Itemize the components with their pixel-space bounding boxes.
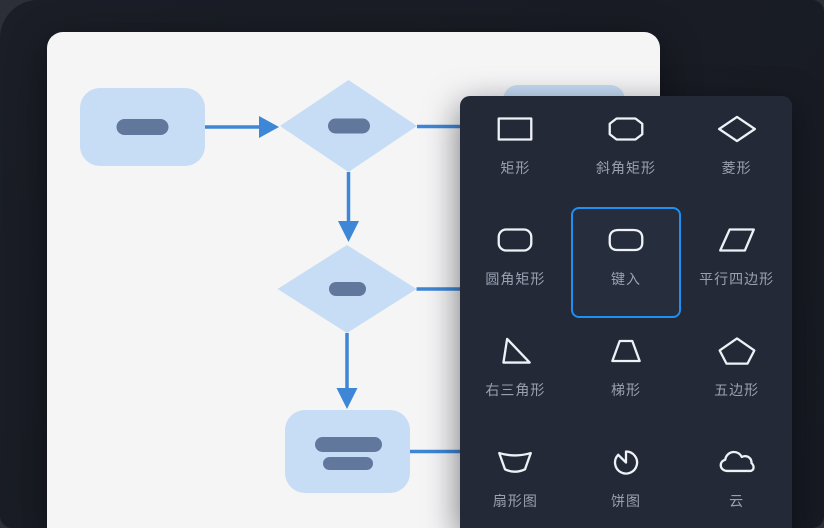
shape-item-fan-chart[interactable]: 扇形图 [460,429,571,528]
node-text-bar [323,457,373,470]
cloud-icon [716,438,758,486]
right-triangle-icon [494,327,536,375]
rectangle-icon [494,105,536,153]
shape-item-label: 圆角矩形 [485,271,546,287]
node-text-bar [329,282,366,296]
shape-item-rectangle[interactable]: 矩形 [460,96,571,207]
node-decision-1[interactable] [280,80,417,172]
shape-item-rounded-rectangle[interactable]: 圆角矩形 [460,207,571,318]
shape-item-label: 键入 [610,271,641,287]
node-text-bar [315,437,382,452]
pentagon-icon [716,327,758,375]
node-text-bar [328,118,370,134]
node-text-bar [116,119,169,135]
fan-chart-icon [494,438,536,486]
shape-item-label: 饼图 [610,493,641,509]
shape-item-right-triangle[interactable]: 右三角形 [460,318,571,429]
diamond-icon [716,105,758,153]
arrowhead-down-icon [336,388,358,409]
shape-item-label: 梯形 [610,382,641,398]
arrowhead-down-icon [338,221,359,242]
shape-grid: 矩形 斜角矩形 菱形圆角矩形 键入 平行四边形右三角形 梯形 五边形扇形图 饼图 云 [460,96,792,528]
shape-item-label: 扇形图 [492,493,538,509]
node-start[interactable] [80,88,205,166]
shape-item-label: 五边形 [714,382,760,398]
shape-item-pentagon[interactable]: 五边形 [681,318,792,429]
node-process[interactable] [285,410,410,493]
shape-item-manual-input[interactable]: 键入 [570,207,682,318]
shape-item-diamond[interactable]: 菱形 [681,96,792,207]
trapezoid-icon [605,327,647,375]
shape-item-label: 斜角矩形 [595,160,656,176]
rounded-rectangle-icon [494,216,536,264]
shape-item-label: 矩形 [500,160,531,176]
shape-item-trapezoid[interactable]: 梯形 [571,318,682,429]
pie-chart-icon [605,438,647,486]
shape-item-label: 云 [729,493,745,509]
shape-item-label: 平行四边形 [699,271,775,287]
shape-item-label: 右三角形 [485,382,546,398]
parallelogram-icon [716,216,758,264]
shape-item-cloud[interactable]: 云 [681,429,792,528]
manual-input-icon [605,216,647,264]
arrowhead-right-icon [259,116,279,138]
shape-item-parallelogram[interactable]: 平行四边形 [681,207,792,318]
shape-item-beveled-rectangle[interactable]: 斜角矩形 [571,96,682,207]
node-decision-2[interactable] [277,245,417,333]
beveled-rectangle-icon [605,105,647,153]
shape-item-pie-chart[interactable]: 饼图 [571,429,682,528]
shape-picker-panel: 矩形 斜角矩形 菱形圆角矩形 键入 平行四边形右三角形 梯形 五边形扇形图 饼图 云 [460,96,792,528]
shape-item-label: 菱形 [721,160,752,176]
